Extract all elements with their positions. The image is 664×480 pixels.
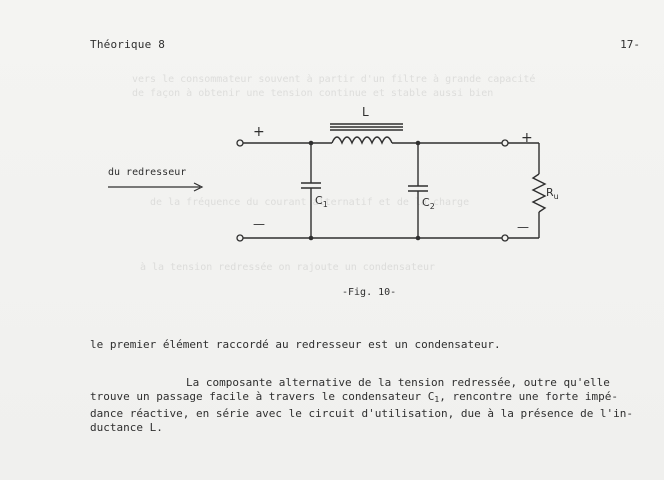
c1-label: C1 [315, 194, 328, 209]
c2-label: C2 [422, 196, 435, 211]
page-number: 17- [620, 38, 640, 51]
paragraph-1: le premier élément raccordé au redresseu… [90, 338, 501, 351]
inductor-label: L [362, 105, 369, 119]
paragraph-2-line-3: dance réactive, en série avec le circuit… [90, 407, 634, 420]
source-label: du redresseur [108, 167, 187, 178]
paragraph-2: La composante alternative de la tension … [90, 376, 634, 435]
page-header-title: Théorique 8 [90, 38, 166, 51]
ru-resistor [531, 173, 547, 213]
paragraph-2-line-2: trouve un passage facile à travers le co… [90, 390, 619, 404]
source-arrow [108, 182, 204, 192]
figure-caption: -Fig. 10- [342, 287, 397, 298]
output-plus-sign: + [521, 130, 533, 146]
inductor-coil [331, 136, 393, 145]
input-plus-sign: + [253, 124, 265, 140]
ru-label: Ru [546, 186, 559, 201]
junction-dot [415, 140, 421, 146]
input-terminal-plus [236, 139, 244, 147]
junction-dot [415, 235, 421, 241]
junction-dot [308, 140, 314, 146]
output-terminal-minus [501, 234, 509, 242]
input-minus-sign: — [253, 217, 265, 231]
input-terminal-minus [236, 234, 244, 242]
paragraph-2-line-4: ductance L. [90, 421, 163, 434]
filter-circuit-diagram: L + — + — C1 C2 Ru [236, 105, 559, 242]
junction-dot [308, 235, 314, 241]
output-terminal-plus [501, 139, 509, 147]
paragraph-2-line-1: La composante alternative de la tension … [186, 376, 610, 389]
output-minus-sign: — [517, 220, 529, 234]
